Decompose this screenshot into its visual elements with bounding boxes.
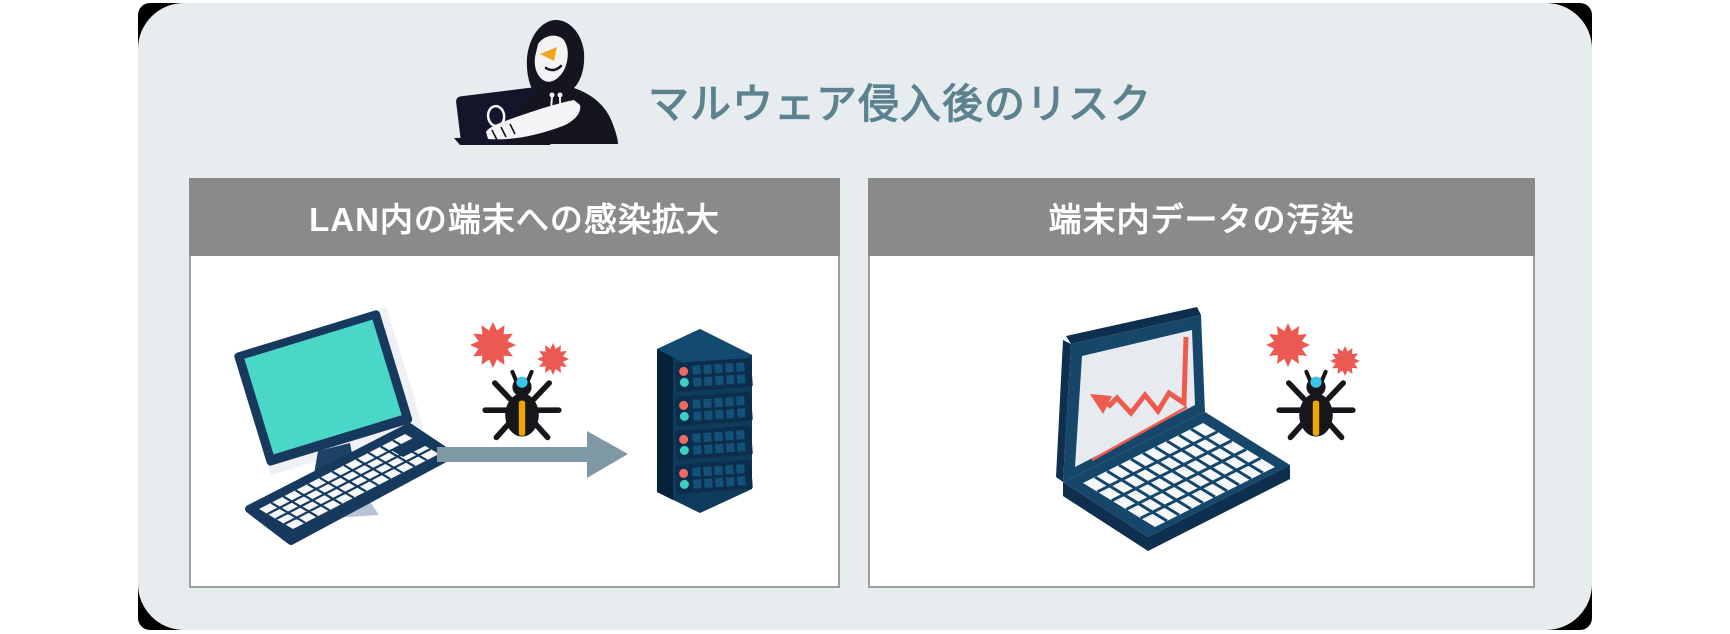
hacker-eye [540, 47, 557, 61]
infection-starburst-icon [470, 322, 516, 368]
laptop-chart-icon [1056, 307, 1290, 551]
hacker-smirk [544, 64, 563, 72]
infection-starburst-icon [1330, 346, 1360, 376]
panel-data-pollution-header: 端末内データの汚染 [868, 178, 1535, 256]
desktop-keyboard [245, 423, 455, 545]
panel-lan-spread-body [191, 256, 838, 584]
panel-lan-spread-header: LAN内の端末への感染拡大 [189, 178, 840, 256]
malware-bug-icon [485, 372, 559, 438]
infection-starburst-icon [537, 343, 569, 375]
desktop-computer-icon [234, 306, 455, 545]
hacker-illustration [454, 20, 618, 145]
infection-starburst-icon [1266, 323, 1310, 367]
spread-arrow-icon [437, 431, 628, 478]
server-rack-icon [657, 329, 753, 513]
panel-lan-spread: LAN内の端末への感染拡大 [189, 178, 840, 588]
panel-data-pollution: 端末内データの汚染 [868, 178, 1535, 588]
page-title: マルウェア侵入後のリスク [648, 81, 1152, 127]
panel-data-pollution-body [870, 256, 1533, 584]
chart-line [1090, 336, 1189, 462]
hand-finger-lines [491, 123, 516, 141]
hacker-hand [486, 100, 581, 140]
malware-bug-icon [1279, 372, 1353, 438]
